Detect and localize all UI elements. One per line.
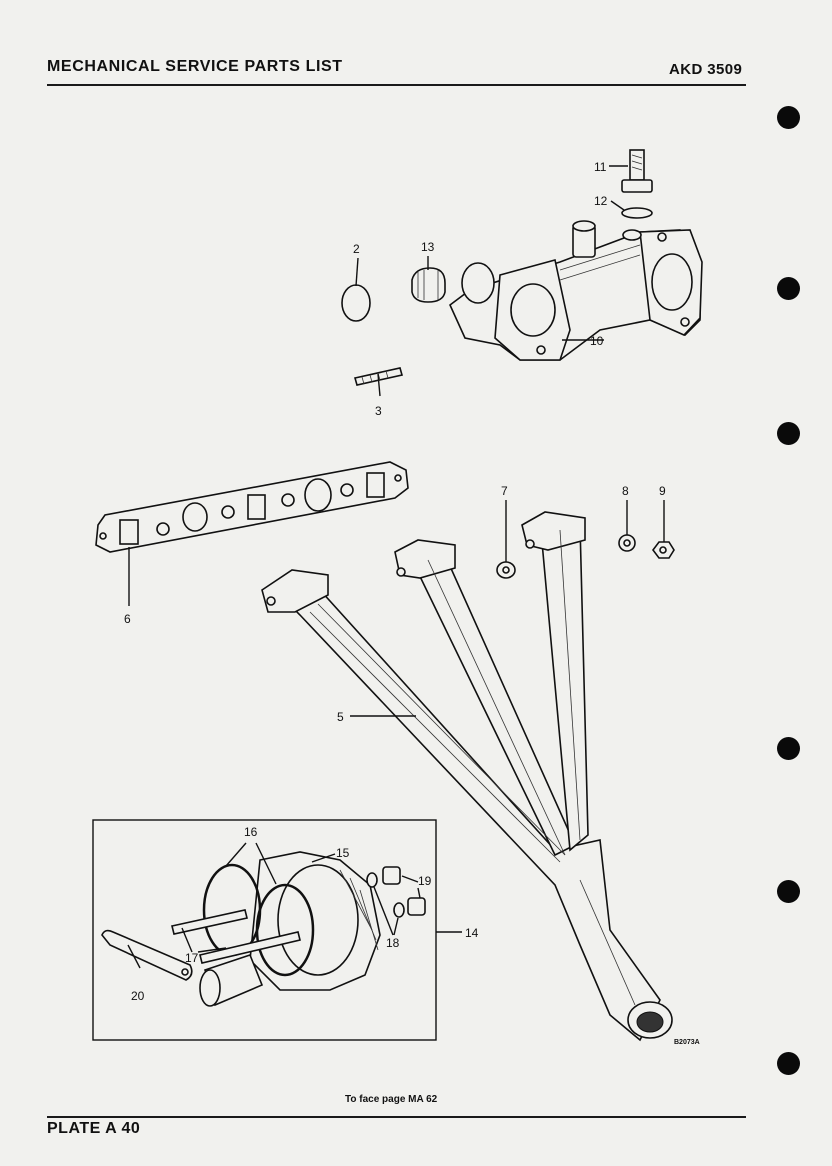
callout-17: 17 [185,951,199,965]
binder-hole-1 [777,106,800,129]
callout-20: 20 [131,989,145,1003]
callout-16: 16 [244,825,258,839]
callout-7: 7 [501,484,508,498]
binder-hole-2 [777,277,800,300]
callout-11: 11 [594,160,607,174]
callout-2: 2 [353,242,360,256]
callout-14: 14 [465,926,479,940]
page-header-code: AKD 3509 [669,61,743,78]
part-15-shroud [249,851,381,991]
binder-hole-6 [777,1052,800,1075]
part-18-washer-a [366,872,378,888]
part-19-nut-b [407,897,426,916]
part-5-exhaust-pipe [261,511,673,1042]
callout-6: 6 [124,612,131,626]
part-16-ring-a [202,863,262,957]
callout-8: 8 [622,484,629,498]
header-rule [47,84,746,86]
callout-5: 5 [337,710,344,724]
part-18-washer-b [393,902,405,918]
part-16-ring-b [255,883,315,977]
callout-15: 15 [336,846,350,860]
callout-9: 9 [659,484,666,498]
plate-label: PLATE A 40 [47,1120,141,1137]
callout-10: 10 [590,334,604,348]
drawing-reference: B2073A [674,1039,700,1046]
part-20-bracket [101,929,193,981]
callout-13: 13 [421,240,435,254]
callout-19: 19 [418,874,432,888]
footer-note: To face page MA 62 [345,1094,438,1105]
part-17-studs [171,909,301,964]
part-13-ring [411,267,446,303]
part-11-bolt [621,149,653,193]
part-6-gasket [95,461,409,553]
part-19-nut-a [382,866,401,885]
page-header-title: MECHANICAL SERVICE PARTS LIST [47,58,343,75]
inset-frame [92,819,437,1041]
part-12-washer [621,207,653,219]
part-2-plug [341,284,371,322]
callout-12: 12 [594,194,608,208]
callout-18: 18 [386,936,400,950]
binder-hole-5 [777,880,800,903]
binder-hole-4 [777,737,800,760]
footer-rule [47,1116,746,1118]
leader-lines [127,165,665,969]
callout-3: 3 [375,404,382,418]
part-10-manifold [449,220,703,361]
binder-hole-3 [777,422,800,445]
